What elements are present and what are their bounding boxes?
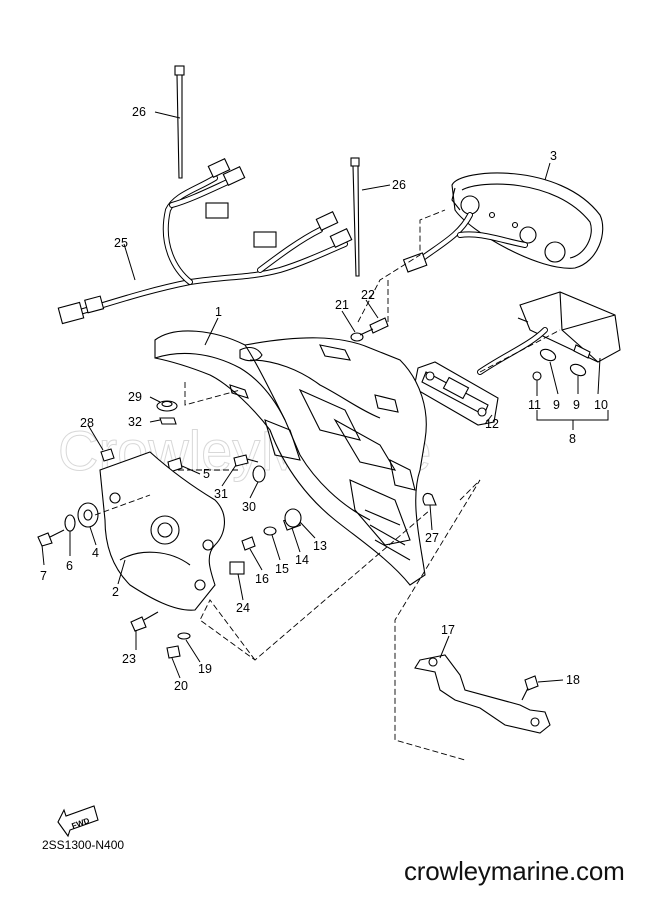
callout-25: 25 bbox=[114, 236, 128, 250]
assembly-lines bbox=[94, 209, 561, 761]
callout-5: 5 bbox=[203, 467, 210, 481]
callout-10: 10 bbox=[594, 398, 608, 412]
callout-13: 13 bbox=[313, 539, 327, 553]
callout-21: 21 bbox=[335, 298, 349, 312]
callout-27: 27 bbox=[425, 531, 439, 545]
diagram-code: 2SS1300-N400 bbox=[42, 838, 125, 852]
callout-23: 23 bbox=[122, 652, 136, 666]
callout-17: 17 bbox=[441, 623, 455, 637]
wire-harness bbox=[57, 158, 353, 325]
callout-6: 6 bbox=[66, 559, 73, 573]
fasteners bbox=[37, 317, 551, 734]
callout-19: 19 bbox=[198, 662, 212, 676]
license-light-assembly bbox=[477, 291, 621, 381]
callout-26b: 26 bbox=[392, 178, 406, 192]
callout-3: 3 bbox=[550, 149, 557, 163]
leader-lines bbox=[41, 111, 609, 683]
license-bracket-plate bbox=[413, 361, 499, 426]
cable-tie-upper bbox=[174, 65, 185, 179]
callout-20: 20 bbox=[174, 679, 188, 693]
callout-30: 30 bbox=[242, 500, 256, 514]
callout-14: 14 bbox=[295, 553, 309, 567]
callout-22: 22 bbox=[361, 288, 375, 302]
callout-28: 28 bbox=[80, 416, 94, 430]
callout-7: 7 bbox=[40, 569, 47, 583]
callout-11: 11 bbox=[528, 398, 541, 412]
callout-8: 8 bbox=[569, 432, 576, 446]
callout-12: 12 bbox=[485, 417, 499, 431]
callout-labels: 26 26 3 25 21 22 1 29 32 28 5 31 30 7 6 … bbox=[40, 105, 608, 693]
callout-9a: 9 bbox=[553, 398, 560, 412]
callout-16: 16 bbox=[255, 572, 269, 586]
fwd-arrow-icon: FWD bbox=[57, 805, 99, 838]
callout-24: 24 bbox=[236, 601, 250, 615]
callout-31: 31 bbox=[214, 487, 228, 501]
callout-15: 15 bbox=[275, 562, 289, 576]
rear-fender bbox=[154, 330, 427, 586]
callout-4: 4 bbox=[92, 546, 99, 560]
cable-tie-middle bbox=[350, 157, 360, 277]
callout-2: 2 bbox=[112, 585, 119, 599]
website-text[interactable]: crowleymarine.com bbox=[404, 856, 625, 886]
callout-1: 1 bbox=[215, 305, 222, 319]
callout-18: 18 bbox=[566, 673, 580, 687]
callout-9b: 9 bbox=[573, 398, 580, 412]
callout-32: 32 bbox=[128, 415, 142, 429]
tail-light-assembly bbox=[402, 172, 604, 273]
callout-29: 29 bbox=[128, 390, 142, 404]
callout-26a: 26 bbox=[132, 105, 146, 119]
